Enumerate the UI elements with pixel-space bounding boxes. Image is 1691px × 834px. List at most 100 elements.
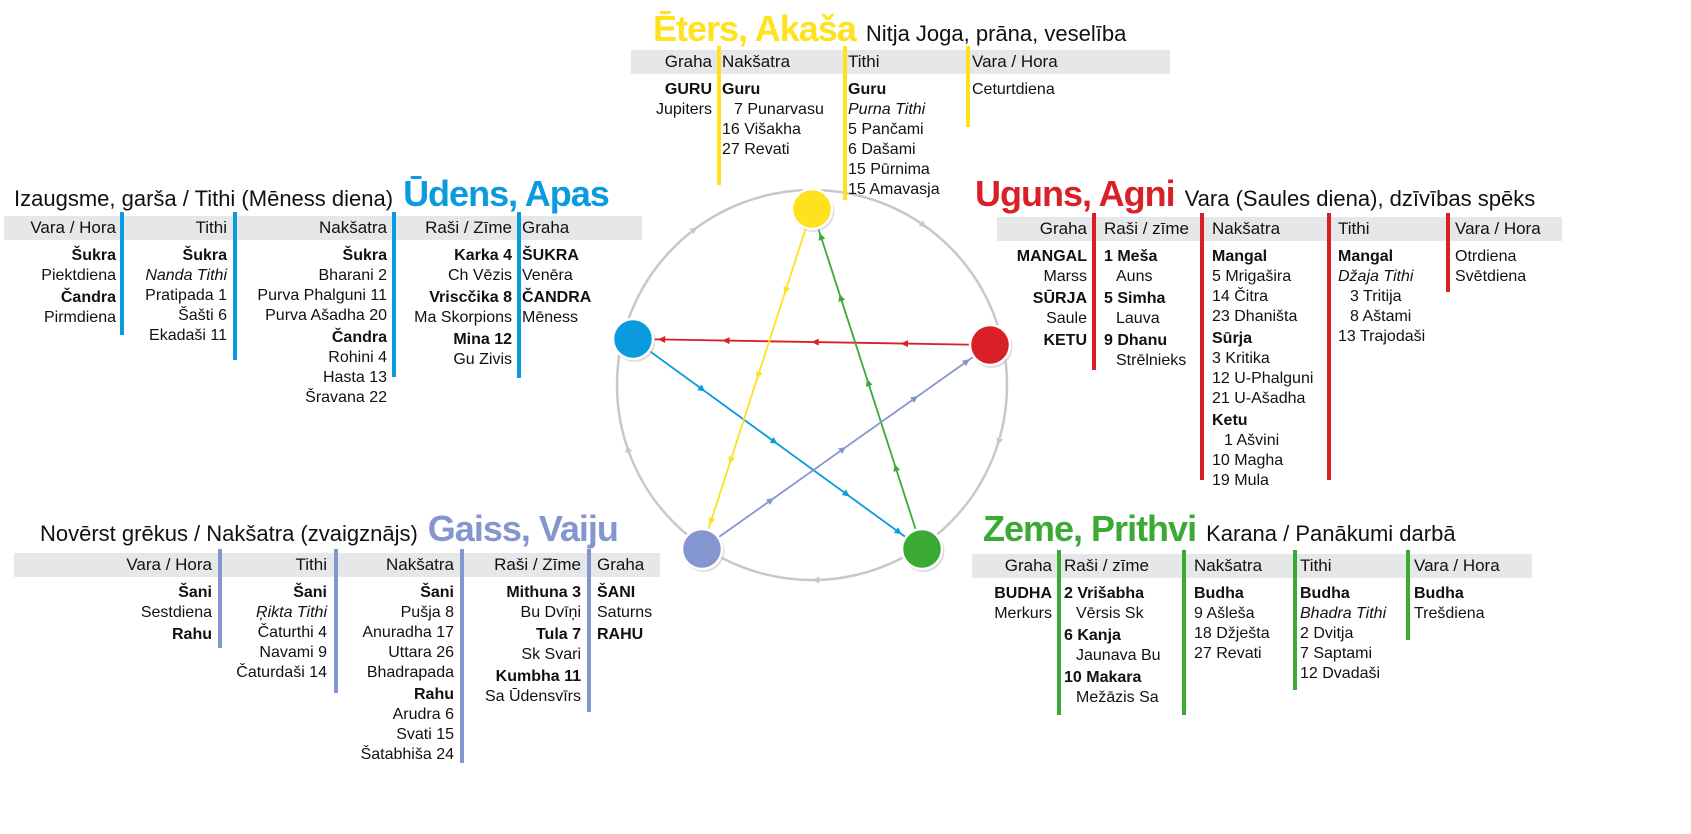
flow-arrow-icon <box>838 447 846 455</box>
outer-circle <box>615 188 1009 582</box>
circle-arrow-icon <box>996 437 1003 446</box>
table-cell: 2 Dvitja <box>1300 625 1354 642</box>
column-header: Tithi <box>1338 219 1370 238</box>
table-cell: Šašti 6 <box>178 307 227 324</box>
table-cell: Otrdiena <box>1455 248 1517 265</box>
element-title-row: Novērst grēkus / Nakšatra (zvaigznājs)Ga… <box>40 508 619 550</box>
table-cell: RAHU <box>597 626 644 643</box>
table-cell: SŪRJA <box>1032 290 1087 307</box>
element-title: Ūdens, Apas <box>403 173 610 214</box>
table-cell: Arudra 6 <box>392 706 454 723</box>
column-header: Raši / Zīme <box>494 555 581 574</box>
column-header: Vara / Hora <box>30 218 116 237</box>
element-title-row: Izaugsme, garša / Tithi (Mēness diena) Ūd… <box>14 173 610 215</box>
table-cell: GURU <box>664 81 712 98</box>
table-cell: Ŗikta Tithi <box>256 604 327 621</box>
column-header: Tithi <box>1300 556 1332 575</box>
table-cell: Sk Svari <box>521 646 581 663</box>
table-cell: 1 Ašvini <box>1224 432 1280 449</box>
table-cell: Strēlnieks <box>1116 352 1187 369</box>
column-header: Tithi <box>195 218 228 237</box>
column-header: Nakšatra <box>1212 219 1281 238</box>
table-cell: MANGAL <box>1016 248 1087 265</box>
table-cell: Šukra <box>182 247 227 264</box>
column-header: Tithi <box>848 52 880 71</box>
circle-arrow-icon <box>689 227 698 235</box>
element-subtitle: Vara (Saules diena), dzīvības spēks <box>1184 186 1536 211</box>
column-divider <box>392 212 396 377</box>
table-cell: Hasta 13 <box>322 369 387 386</box>
flow-arrow-icon <box>865 379 873 387</box>
column-divider <box>717 46 721 185</box>
element-node-air <box>680 527 724 571</box>
column-divider <box>1293 550 1297 690</box>
table-cell: Bhadra Tithi <box>1300 605 1387 622</box>
table-cell: Saturns <box>597 604 653 621</box>
table-cell: 10 Magha <box>1212 452 1284 469</box>
table-cell: 16 Višakha <box>722 121 801 138</box>
flow-arrow-icon <box>818 232 826 241</box>
flow-arrow-icon <box>728 456 736 464</box>
table-cell: 5 Pančami <box>848 121 924 138</box>
table-cell: ČANDRA <box>522 289 592 306</box>
table-cell: Marss <box>1043 268 1087 285</box>
table-cell: KETU <box>1043 332 1087 349</box>
table-cell: Purva Phalguni 11 <box>257 287 387 304</box>
flow-arrow-icon <box>838 294 846 302</box>
table-cell: Svētdiena <box>1455 268 1527 285</box>
flow-arrow-icon <box>841 489 850 497</box>
flow-arrow-icon <box>893 527 902 535</box>
table-cell: 12 U-Phalguni <box>1212 370 1314 387</box>
table-cell: Šravana 22 <box>305 389 387 406</box>
header-bar <box>997 217 1562 241</box>
column-header: Vara / Hora <box>126 555 212 574</box>
column-header: Nakšatra <box>1194 556 1263 575</box>
table-cell: Kumbha 11 <box>495 668 581 685</box>
table-cell: 6 Dašami <box>848 141 916 158</box>
table-cell: 23 Dhaništa <box>1212 308 1298 325</box>
table-cell: Džaja Tithi <box>1338 268 1414 285</box>
table-cell: Navami 9 <box>259 644 327 661</box>
table-cell: Karka 4 <box>454 247 512 264</box>
column-header: Nakšatra <box>722 52 791 71</box>
element-subtitle: Izaugsme, garša / Tithi (Mēness diena) <box>14 186 394 211</box>
column-divider <box>1057 550 1061 715</box>
column-divider <box>587 549 591 712</box>
table-cell: Vriscčika 8 <box>429 289 512 306</box>
table-cell: Ma Skorpions <box>414 309 512 326</box>
table-cell: 3 Tritija <box>1350 288 1402 305</box>
table-cell: Sestdiena <box>140 604 212 621</box>
table-cell: BUDHA <box>994 585 1052 602</box>
table-cell: 18 Džješta <box>1194 625 1270 642</box>
table-cell: Čaturthi 4 <box>257 624 327 641</box>
table-cell: Nanda Tithi <box>145 267 227 284</box>
table-cell: 21 U-Ašadha <box>1212 390 1306 407</box>
column-header: Raši / zīme <box>1064 556 1150 575</box>
table-cell: Piektdiena <box>41 267 116 284</box>
table-cell: Ekadaši 11 <box>149 327 227 344</box>
column-header: Tithi <box>295 555 328 574</box>
header-bar <box>972 554 1532 578</box>
table-cell: Ketu <box>1212 412 1248 429</box>
table-cell: Auns <box>1116 268 1153 285</box>
element-subtitle: Karana / Panākumi darbā <box>1206 521 1456 546</box>
table-cell: Šukra <box>342 247 387 264</box>
table-cell: Guru <box>722 81 761 98</box>
table-cell: 2 Vrišabha <box>1064 585 1145 602</box>
column-divider <box>966 46 970 127</box>
table-cell: Bharani 2 <box>318 267 388 284</box>
element-subtitle: Nitja Joga, prāna, veselība <box>865 21 1127 46</box>
table-cell: Budha <box>1414 585 1464 602</box>
column-header: Graha <box>1004 556 1052 575</box>
